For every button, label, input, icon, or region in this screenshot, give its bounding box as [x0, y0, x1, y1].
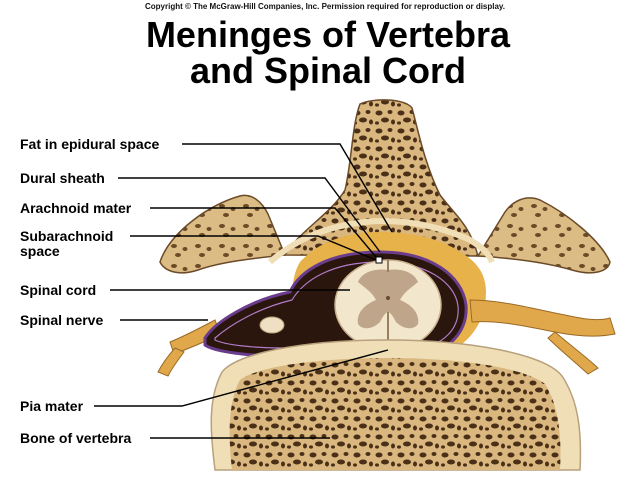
leader-pia — [94, 349, 389, 407]
leader-dural — [118, 177, 381, 253]
subarachnoid-marker — [375, 256, 383, 264]
page-title: Meninges of Vertebra and Spinal Cord — [0, 17, 641, 89]
leader-lines — [94, 143, 393, 439]
label-fat-epidural: Fat in epidural space — [20, 136, 160, 152]
right-transverse-process — [476, 197, 611, 274]
leader-fat — [182, 143, 393, 233]
label-spinal-cord: Spinal cord — [20, 282, 97, 298]
arachnoid-outline — [214, 261, 459, 349]
leader-subarachnoid — [130, 235, 377, 261]
title-line-2: and Spinal Cord — [189, 50, 466, 91]
left-nerve-branch — [157, 347, 185, 377]
right-nerve-branch — [547, 331, 599, 375]
vertebral-body-spongy — [229, 358, 561, 470]
label-spinal-nerve: Spinal nerve — [20, 312, 104, 328]
label-subarachnoid-line2: space — [20, 243, 60, 259]
left-transverse-process — [159, 194, 287, 274]
copyright-notice: Copyright © The McGraw-Hill Companies, I… — [144, 2, 506, 11]
right-spinal-nerve — [469, 299, 616, 337]
label-pia-mater: Pia mater — [20, 398, 84, 414]
title-line-1: Meninges of Vertebra — [145, 14, 511, 55]
label-dural-sheath: Dural sheath — [20, 170, 105, 186]
label-arachnoid-mater: Arachnoid mater — [20, 200, 132, 216]
label-subarachnoid-line1: Subarachnoid — [20, 228, 114, 244]
leader-arachnoid — [150, 207, 377, 258]
spinous-process — [283, 99, 479, 257]
label-bone-of-vertebra: Bone of vertebra — [20, 430, 132, 446]
dorsal-root-ganglion — [259, 316, 285, 334]
spinal-cord — [334, 259, 442, 351]
